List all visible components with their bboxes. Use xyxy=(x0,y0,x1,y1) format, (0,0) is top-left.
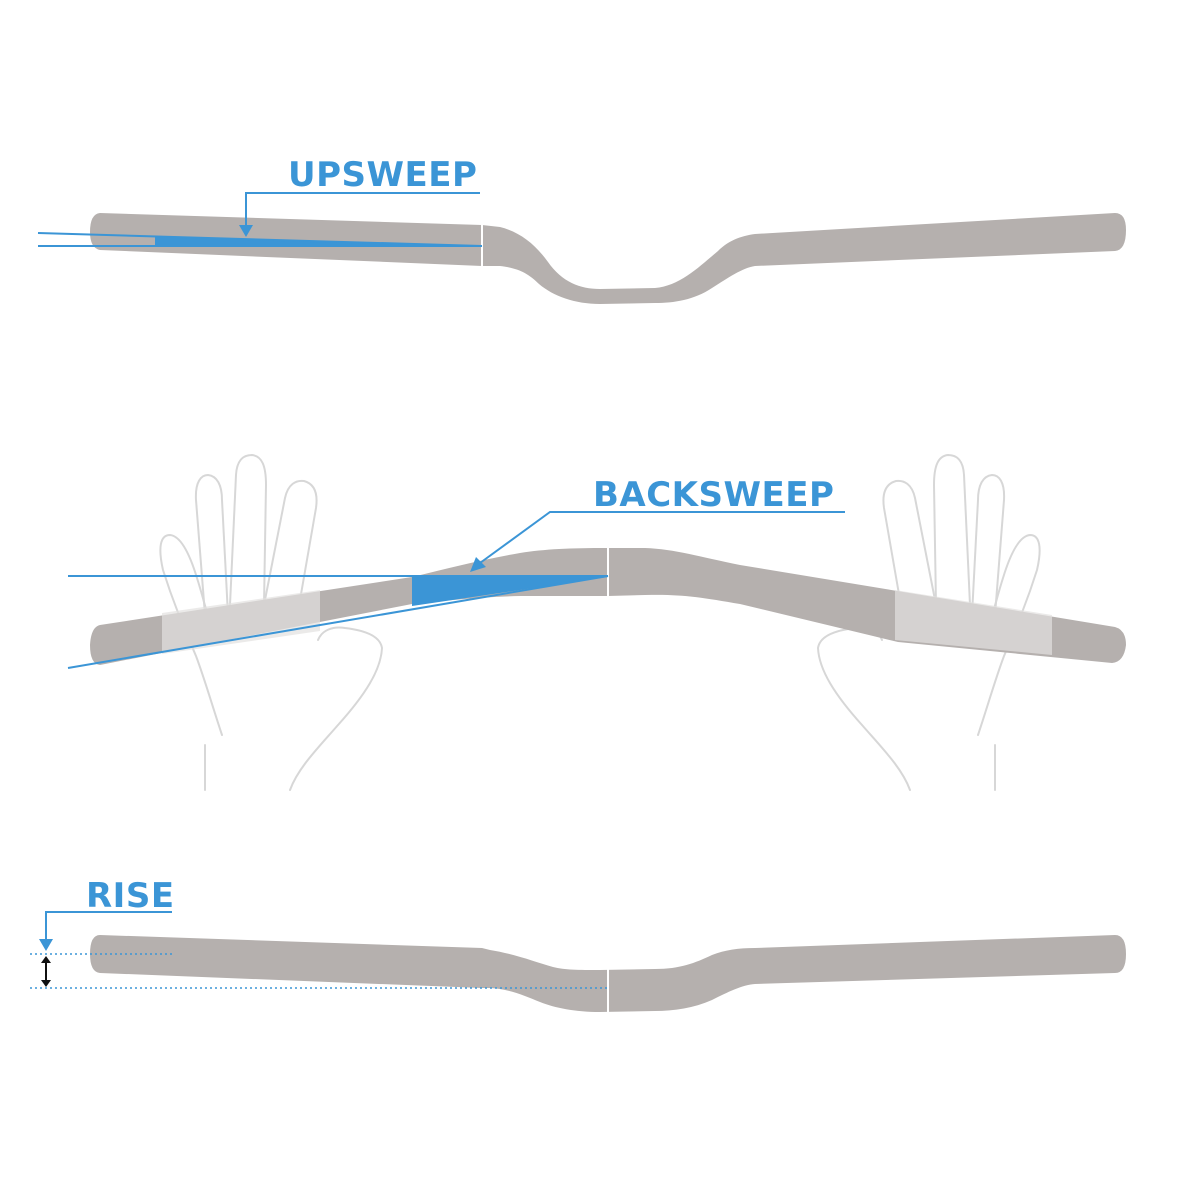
right-grip-zone xyxy=(895,590,1052,655)
right-hand-index-finger xyxy=(971,474,1006,616)
left-hand-thumb xyxy=(159,534,223,736)
upsweep-reference-line xyxy=(37,232,483,247)
left-hand-outline xyxy=(159,454,383,791)
rise-leader-line xyxy=(45,911,172,940)
rise-pointer-arrow-down-icon xyxy=(39,939,53,951)
backsweep-section: BACKSWEEP xyxy=(67,454,1126,791)
backsweep-pointer-arrow-down-left-icon xyxy=(470,557,486,572)
left-grip-zone xyxy=(162,590,320,654)
upsweep-leader-line xyxy=(245,192,480,228)
left-hand-palm-right-edge xyxy=(289,626,383,791)
right-hand-ring-finger xyxy=(882,479,937,606)
left-hand-middle-finger xyxy=(229,454,267,606)
left-hand-index-finger xyxy=(194,474,229,616)
upsweep-label: UPSWEEP xyxy=(288,155,477,195)
rise-label: RISE xyxy=(86,876,175,916)
left-hand-ring-finger xyxy=(263,479,318,606)
rise-measure-double-arrow-vertical-icon xyxy=(41,956,51,987)
right-hand-palm-edge xyxy=(817,626,911,791)
right-hand-middle-finger xyxy=(933,454,971,606)
backsweep-label: BACKSWEEP xyxy=(593,475,834,515)
right-hand-outline xyxy=(817,454,1041,791)
upsweep-handlebar xyxy=(90,213,1126,304)
rise-section: RISE xyxy=(30,876,1126,1012)
right-hand-thumb xyxy=(977,534,1041,736)
upsweep-pointer-arrow-down-icon xyxy=(239,225,253,237)
backsweep-reference-line xyxy=(67,575,609,669)
backsweep-leader-line xyxy=(479,511,845,564)
upsweep-section: UPSWEEP xyxy=(37,155,1126,304)
